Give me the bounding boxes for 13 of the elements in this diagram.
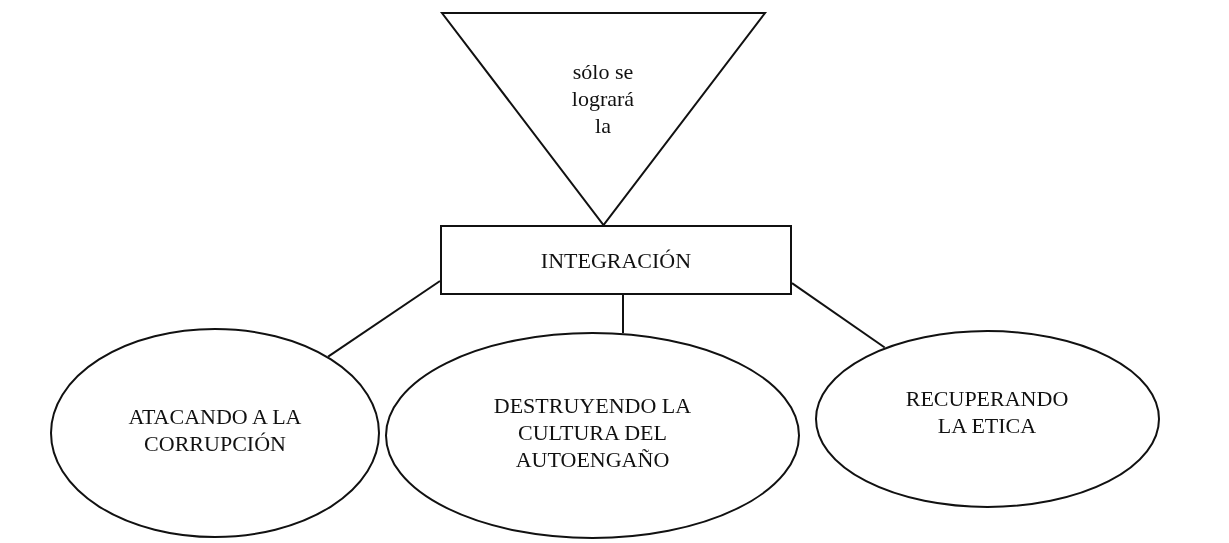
ellipse-node	[385, 332, 800, 539]
node-label: INTEGRACIÓN	[539, 246, 693, 274]
connector-line	[622, 294, 624, 335]
connector-line	[791, 282, 886, 349]
node-label: ATACANDO A LA CORRUPCIÓN	[127, 403, 303, 457]
ellipse-node	[50, 328, 380, 538]
node-label: DESTRUYENDO LA CULTURA DEL AUTOENGAÑO	[492, 392, 693, 473]
process-box	[440, 225, 792, 295]
connector-line	[327, 280, 441, 358]
inverted-triangle	[442, 13, 765, 225]
node-label: RECUPERANDO LA ETICA	[904, 385, 1070, 439]
node-label: sólo se logrará la	[570, 58, 636, 139]
ellipse-node	[815, 330, 1160, 508]
